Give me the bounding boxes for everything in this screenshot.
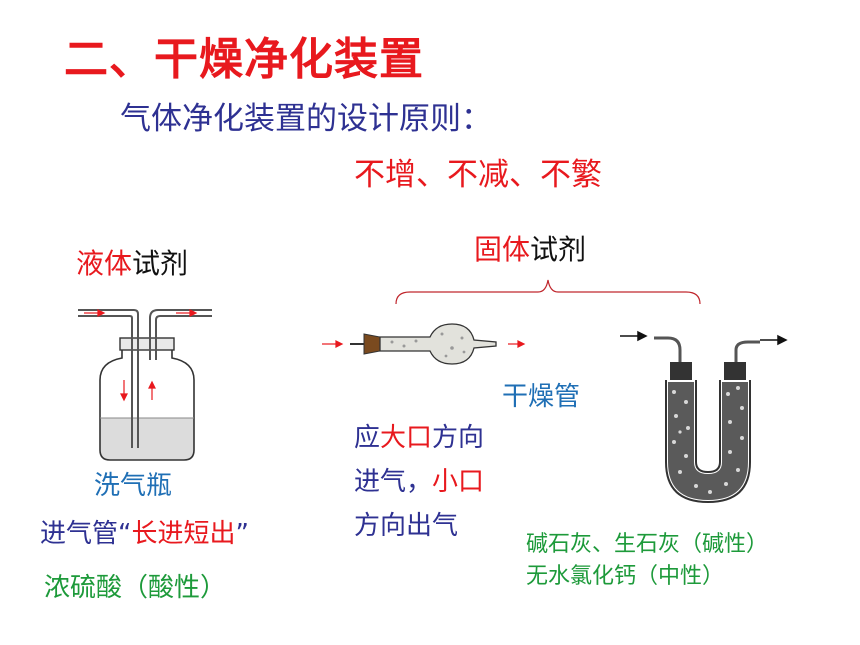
inlet-note: 进气管“长进短出”: [40, 521, 249, 547]
liquid-reagent: 浓硫酸（酸性）: [44, 573, 227, 603]
liquid-reagent-label: 液体试剂: [76, 250, 188, 278]
inlet-note-highlight: 长进短出: [131, 519, 236, 549]
direction-text: 应: [354, 423, 381, 453]
direction-line-2: 进气，小口: [354, 469, 484, 495]
principle-text: 不增、不减、不繁: [354, 157, 602, 193]
inlet-note-text: ”: [235, 519, 249, 549]
solid-reagent-line-2: 无水氯化钙（中性）: [526, 564, 725, 589]
gas-washing-bottle-icon: [78, 309, 212, 461]
page-title: 二、干燥净化装置: [64, 34, 424, 85]
liquid-label-part1: 液体: [76, 247, 133, 280]
direction-highlight: 小口: [432, 467, 485, 497]
gas-washing-bottle-label: 洗气瓶: [94, 471, 173, 501]
brace-icon: [395, 279, 701, 305]
direction-text: 进气，: [354, 467, 433, 497]
liquid-label-part2: 试剂: [132, 247, 189, 280]
direction-highlight: 大口: [380, 423, 433, 453]
drying-tube-icon: [322, 323, 526, 365]
direction-line-1: 应大口方向: [354, 425, 484, 451]
solid-label-part2: 试剂: [530, 233, 587, 266]
inlet-note-text: 进气管“: [40, 519, 132, 549]
direction-line-3: 方向出气: [354, 511, 459, 541]
solid-label-part1: 固体: [474, 233, 531, 266]
u-tube-icon: [620, 330, 788, 504]
principle-heading: 气体净化装置的设计原则：: [120, 101, 492, 137]
direction-text: 方向: [432, 423, 485, 453]
solid-reagent-label: 固体试剂: [474, 236, 586, 264]
solid-reagent-line-1: 碱石灰、生石灰（碱性）: [526, 532, 769, 557]
drying-tube-label: 干燥管: [502, 382, 581, 412]
